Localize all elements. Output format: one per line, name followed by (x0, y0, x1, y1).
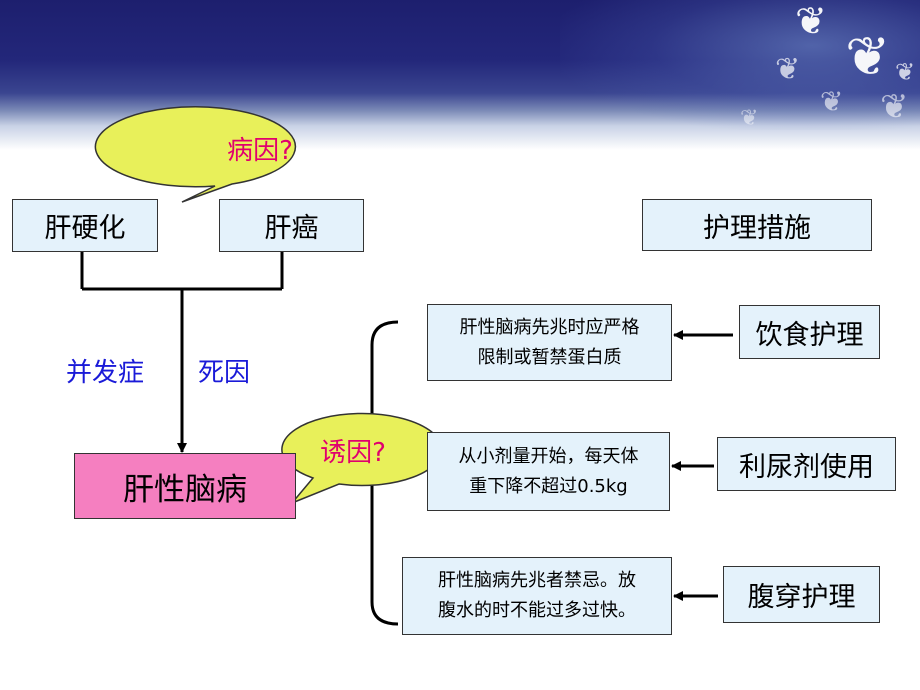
detail-diuretic-line-2: 重下降不超过0.5kg (469, 475, 628, 497)
detail-paracentesis-line-2: 腹水的时不能过多过快。 (438, 600, 636, 621)
detail-diuretic-line-1: 从小剂量开始，每天体 (458, 445, 639, 467)
label-death-cause: 死因 (198, 358, 251, 388)
butterfly-icon: ❦ (775, 52, 801, 87)
cause-bubble (94, 106, 297, 203)
butterfly-icon: ❦ (895, 58, 916, 86)
trigger-bubble (281, 412, 443, 504)
detail-diet-line-1: 肝性脑病先兆时应严格 (459, 316, 640, 338)
detail-paracentesis: 肝性脑病先兆者禁忌。放 腹水的时不能过多过快。 (402, 557, 672, 635)
cause-liver-cancer: 肝癌 (219, 199, 364, 252)
cause-cirrhosis: 肝硬化 (12, 199, 158, 252)
measure-paracentesis: 腹穿护理 (723, 566, 880, 623)
butterfly-icon: ❦ (880, 87, 909, 127)
cause-bubble-text: 病因? (227, 135, 293, 166)
detail-diuretic: 从小剂量开始，每天体 重下降不超过0.5kg (427, 432, 670, 511)
header-glow (560, 0, 920, 130)
measure-diuretic: 利尿剂使用 (717, 437, 896, 491)
center-node-hepatic-encephalopathy: 肝性脑病 (74, 453, 296, 519)
butterfly-icon: ❦ (795, 0, 827, 43)
butterfly-icon: ❦ (820, 85, 844, 118)
nursing-title: 护理措施 (642, 199, 872, 251)
measure-diet: 饮食护理 (739, 305, 880, 359)
trigger-bubble-text: 诱因? (320, 437, 386, 468)
detail-diet: 肝性脑病先兆时应严格 限制或暂禁蛋白质 (427, 304, 672, 381)
butterfly-icon: ❦ (845, 25, 891, 88)
butterfly-icon: ❦ (740, 106, 759, 131)
label-complication: 并发症 (66, 358, 145, 388)
detail-diet-line-2: 限制或暂禁蛋白质 (477, 346, 622, 368)
detail-paracentesis-line-1: 肝性脑病先兆者禁忌。放 (438, 570, 636, 591)
